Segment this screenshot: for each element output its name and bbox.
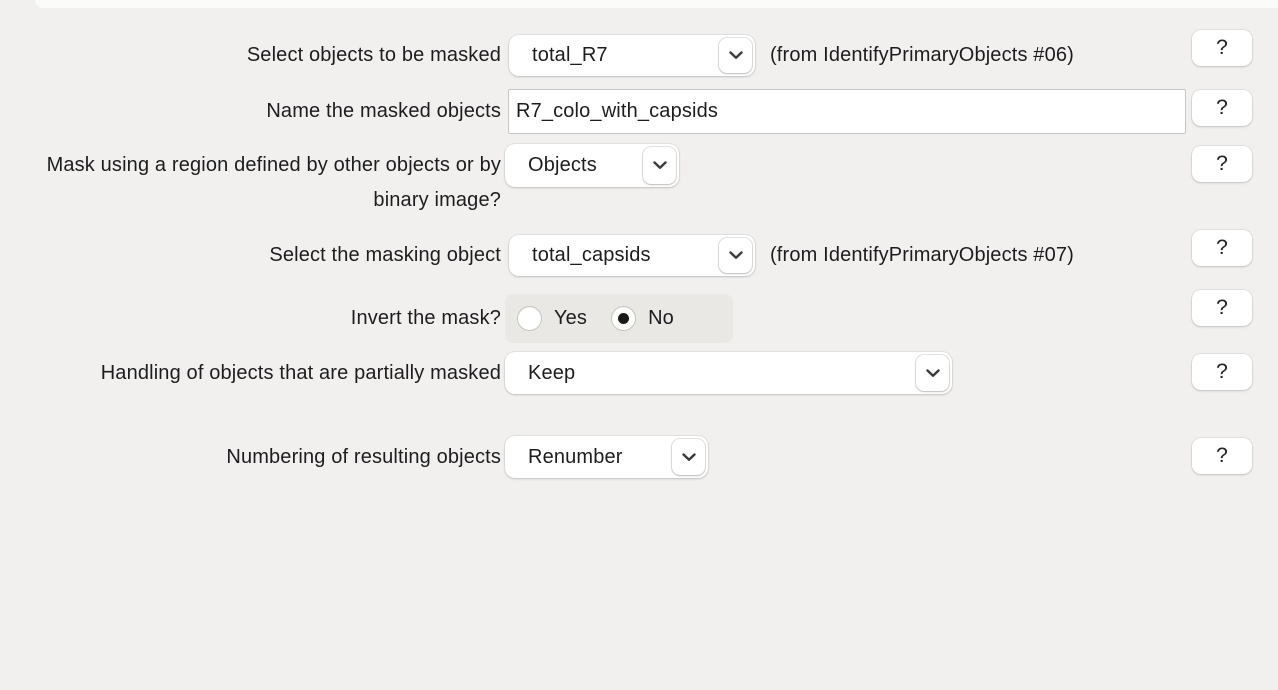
- help-button[interactable]: ?: [1192, 438, 1252, 474]
- masked-objects-name-label: Name the masked objects: [266, 100, 501, 122]
- partial-handling-dropdown[interactable]: Keep: [505, 352, 952, 394]
- chevron-down-icon: [916, 355, 949, 391]
- masking-object-dropdown[interactable]: total_capsids: [509, 235, 755, 276]
- help-button[interactable]: ?: [1192, 230, 1252, 266]
- dropdown-selected-value: Objects: [528, 154, 597, 176]
- dropdown-selected-value: total_capsids: [532, 244, 651, 266]
- invert-mask-label: Invert the mask?: [350, 307, 501, 329]
- help-button[interactable]: ?: [1192, 30, 1252, 66]
- mask-region-source-dropdown[interactable]: Objects: [505, 144, 679, 187]
- dropdown-selected-value: Renumber: [528, 445, 623, 468]
- radio-button-icon: [517, 306, 542, 331]
- chevron-down-icon: [672, 439, 705, 475]
- renumbering-dropdown[interactable]: Renumber: [505, 436, 708, 478]
- objects-to-mask-label: Select objects to be masked: [246, 44, 501, 66]
- masking-object-label: Select the masking object: [269, 244, 501, 266]
- mask-region-source-label: Mask using a region defined by other obj…: [46, 154, 501, 211]
- masked-objects-name-input[interactable]: [508, 89, 1186, 134]
- help-button[interactable]: ?: [1192, 146, 1252, 182]
- radio-option-label: No: [648, 307, 674, 329]
- help-button[interactable]: ?: [1192, 90, 1252, 126]
- chevron-down-icon: [643, 147, 676, 184]
- dropdown-selected-value: Keep: [528, 361, 576, 384]
- help-button[interactable]: ?: [1192, 354, 1252, 390]
- invert-mask-radio-group: Yes No: [505, 294, 733, 343]
- partial-handling-label: Handling of objects that are partially m…: [100, 362, 501, 384]
- chevron-down-icon: [719, 238, 752, 273]
- source-module-note: (from IdentifyPrimaryObjects #06): [770, 44, 1074, 66]
- radio-option-yes[interactable]: Yes: [517, 306, 587, 331]
- objects-to-mask-dropdown[interactable]: total_R7: [509, 35, 755, 76]
- radio-option-label: Yes: [554, 307, 588, 329]
- renumbering-label: Numbering of resulting objects: [226, 446, 501, 468]
- radio-button-icon: [611, 306, 637, 331]
- panel-top-edge: [35, 0, 1278, 8]
- help-button[interactable]: ?: [1192, 290, 1252, 326]
- chevron-down-icon: [719, 38, 752, 73]
- radio-option-no[interactable]: No: [611, 306, 674, 331]
- dropdown-selected-value: total_R7: [532, 44, 608, 66]
- source-module-note: (from IdentifyPrimaryObjects #07): [770, 244, 1074, 266]
